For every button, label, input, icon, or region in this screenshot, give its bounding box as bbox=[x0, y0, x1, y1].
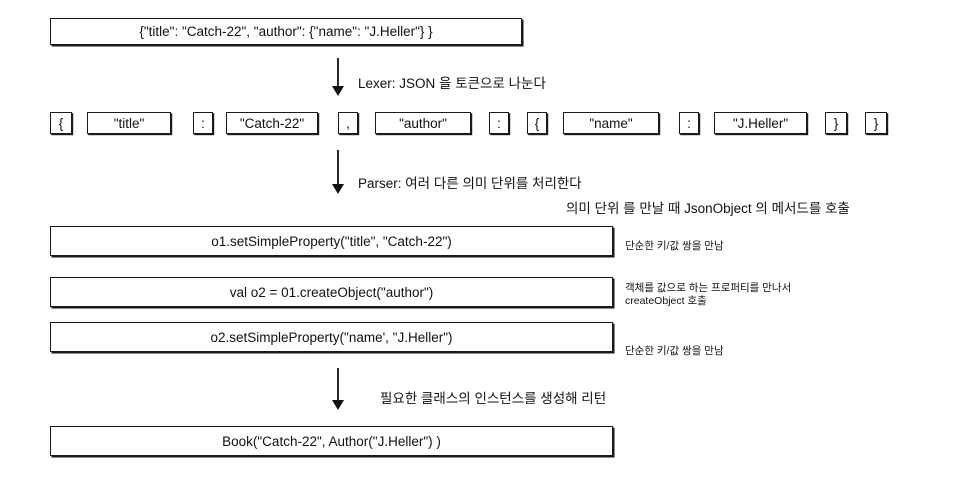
token-close-brace: } bbox=[865, 112, 887, 134]
parser-note: 의미 단위 를 만날 때 JsonObject 의 메서드를 호출 bbox=[566, 201, 850, 216]
lexer-step-label: Lexer: JSON 을 토큰으로 나눈다 bbox=[358, 76, 546, 91]
call-note-line: 단순한 키/값 쌍을 만남 bbox=[625, 240, 724, 252]
output-box: Book("Catch-22", Author("J.Heller") ) bbox=[50, 426, 613, 456]
result-step-label: 필요한 클래스의 인스턴스를 생성해 리턴 bbox=[380, 391, 607, 406]
arrow-down-icon bbox=[332, 150, 344, 194]
call-note: 객체를 값으로 하는 프로퍼티를 만나서 createObject 호출 bbox=[625, 282, 791, 308]
call-box-set-title: o1.setSimpleProperty("title", "Catch-22"… bbox=[50, 226, 613, 256]
call-note-line: 단순한 키/값 쌍을 만남 bbox=[625, 345, 724, 357]
arrow-down-icon bbox=[332, 58, 344, 96]
input-json-text: {"title": "Catch-22", "author": {"name":… bbox=[139, 24, 433, 39]
call-code: o1.setSimpleProperty("title", "Catch-22"… bbox=[211, 233, 452, 249]
token-name-value: "J.Heller" bbox=[714, 112, 807, 134]
token-open-brace: { bbox=[527, 112, 547, 134]
call-note: 단순한 키/값 쌍을 만남 bbox=[625, 240, 724, 253]
call-box-create-object: val o2 = 01.createObject("author") bbox=[50, 277, 613, 307]
token-colon: : bbox=[193, 112, 213, 134]
call-code: val o2 = 01.createObject("author") bbox=[229, 284, 434, 300]
call-note-line: createObject 호출 bbox=[625, 295, 707, 307]
token-title-value: "Catch-22" bbox=[226, 112, 318, 134]
call-code: o2.setSimpleProperty("name', "J.Heller") bbox=[210, 329, 453, 345]
token-name-key: "name" bbox=[563, 112, 659, 134]
token-author-key: "author" bbox=[375, 112, 471, 134]
token-colon: : bbox=[489, 112, 509, 134]
output-text: Book("Catch-22", Author("J.Heller") ) bbox=[222, 433, 441, 449]
token-open-brace: { bbox=[50, 112, 72, 134]
arrow-down-icon bbox=[332, 368, 344, 410]
input-json-box: {"title": "Catch-22", "author": {"name":… bbox=[50, 18, 522, 45]
parser-step-label: Parser: 여러 다른 의미 단위를 처리한다 bbox=[358, 176, 582, 191]
token-colon: : bbox=[679, 112, 699, 134]
call-box-set-name: o2.setSimpleProperty("name', "J.Heller") bbox=[50, 322, 613, 352]
token-comma: , bbox=[338, 112, 358, 134]
call-note-line: 객체를 값으로 하는 프로퍼티를 만나서 bbox=[625, 282, 792, 294]
call-note: 단순한 키/값 쌍을 만남 bbox=[625, 345, 724, 358]
token-title-key: "title" bbox=[87, 112, 171, 134]
token-close-brace: } bbox=[825, 112, 847, 134]
